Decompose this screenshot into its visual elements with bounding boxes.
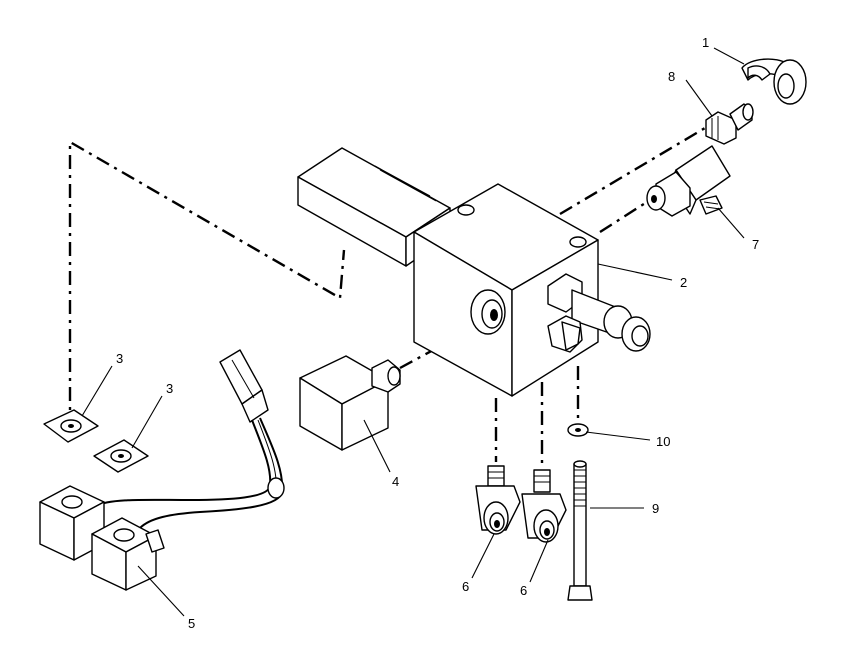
cap-1 xyxy=(741,58,807,105)
callout-10: 10 xyxy=(656,434,670,449)
callout-3b: 3 xyxy=(166,381,173,396)
callout-6a: 6 xyxy=(462,579,469,594)
solenoid-coil-4 xyxy=(299,355,401,451)
callout-3a: 3 xyxy=(116,351,123,366)
bolt-9 xyxy=(567,460,593,601)
fitting-8 xyxy=(705,103,754,145)
gasket-3a xyxy=(43,409,99,443)
callout-1: 1 xyxy=(702,35,709,50)
elbow-fitting-6a xyxy=(475,465,521,535)
callout-5: 5 xyxy=(188,616,195,631)
callout-7: 7 xyxy=(752,237,759,252)
gasket-3b xyxy=(93,439,149,473)
callout-6b: 6 xyxy=(520,583,527,598)
leader-lines xyxy=(81,47,745,617)
washer-10 xyxy=(567,423,589,437)
valve-block xyxy=(413,183,651,397)
callout-9: 9 xyxy=(652,501,659,516)
wiring-harness-5 xyxy=(39,349,285,591)
callout-8: 8 xyxy=(668,69,675,84)
elbow-fitting-6b xyxy=(521,469,567,543)
callout-2: 2 xyxy=(680,275,687,290)
callout-4: 4 xyxy=(392,474,399,489)
callouts: 1 2 3 3 4 5 6 6 7 8 9 10 xyxy=(116,35,759,631)
pressure-switch-7 xyxy=(646,145,731,217)
